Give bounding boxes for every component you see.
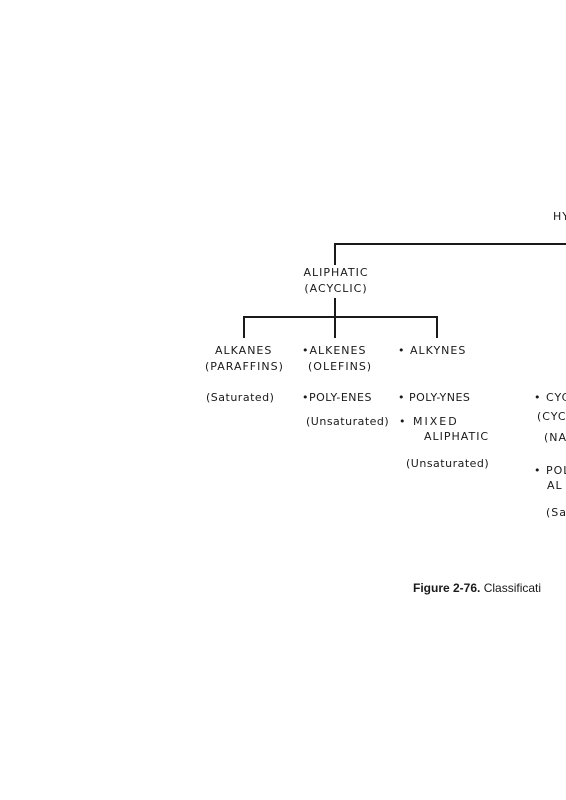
alkenes-connector (334, 316, 336, 338)
alkenes-sublabel: (OLEFINS) (308, 360, 373, 373)
root-label: HY (553, 210, 566, 223)
cyclic-label-5: AL (547, 479, 563, 492)
root-connector-horizontal (334, 243, 566, 245)
aliphatic-label: ALIPHATIC (303, 266, 369, 279)
alkenes-note: (Unsaturated) (306, 415, 390, 428)
alkynes-connector (436, 316, 438, 338)
alkanes-note: (Saturated) (206, 391, 275, 404)
mixed-label: • MIXED (399, 415, 459, 428)
alkanes-label: ALKANES (215, 344, 273, 357)
aliphatic-sublabel: (ACYCLIC) (304, 282, 368, 295)
alkanes-connector (243, 316, 245, 338)
cyclic-label-1: • CYC (534, 391, 566, 404)
aliphatic-children-horizontal (243, 316, 438, 318)
aliphatic-stem (334, 298, 336, 316)
alkenes-label: •ALKENES (302, 344, 367, 357)
polyynes-label: • POLY-YNES (398, 391, 471, 404)
caption-number: Figure 2-76. (413, 581, 481, 595)
aliphatic-connector-vertical (334, 243, 336, 265)
caption-text: Classificati (480, 581, 542, 595)
cyclic-label-6: (Sa (546, 506, 566, 519)
cyclic-label-4: • POL (534, 464, 566, 477)
alkynes-label: • ALKYNES (398, 344, 467, 357)
cyclic-label-3: (NA (544, 431, 566, 444)
alkanes-sublabel: (PARAFFINS) (205, 360, 284, 373)
cyclic-label-2: (CYC (537, 410, 566, 423)
mixed-aliphatic-label: ALIPHATIC (424, 430, 490, 443)
alkynes-note: (Unsaturated) (406, 457, 490, 470)
polyenes-label: •POLY-ENES (302, 391, 372, 404)
figure-caption: Figure 2-76. Classificati (413, 581, 541, 595)
